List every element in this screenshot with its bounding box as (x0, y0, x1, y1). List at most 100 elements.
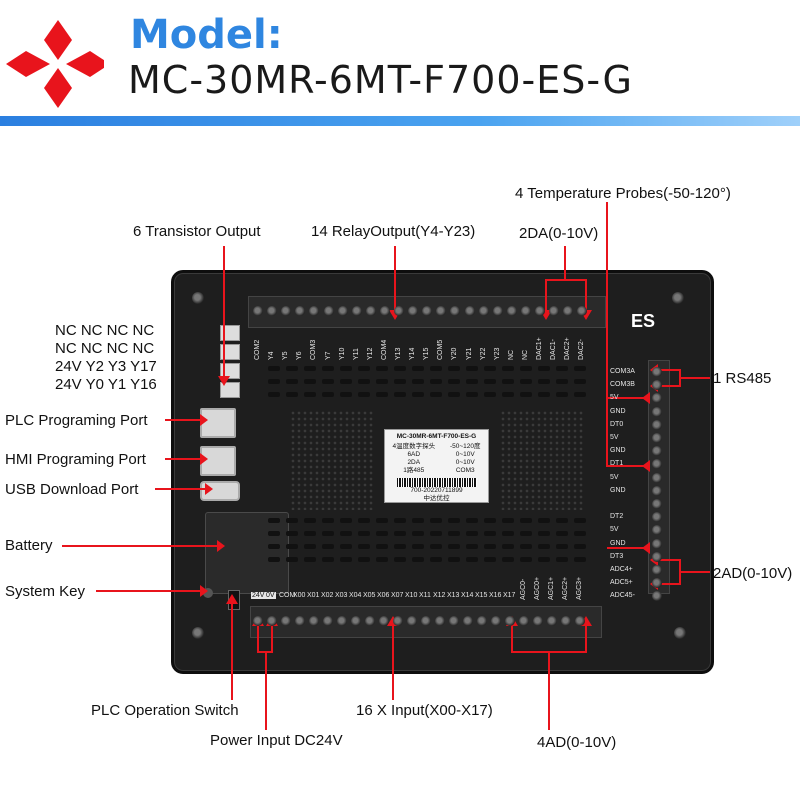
terminal-label: COM3B (610, 381, 635, 389)
terminal-screw (464, 306, 475, 316)
vent-slot (502, 392, 514, 397)
hmi-programming-port[interactable] (200, 446, 236, 476)
vent-slot (286, 557, 298, 562)
hmi-port-callout: HMI Programing Port (5, 451, 146, 468)
screw (672, 292, 684, 304)
vent-slot (322, 366, 334, 371)
terminal-label: X03 (335, 592, 348, 599)
terminal-label: 0V (265, 592, 276, 599)
terminal-screw (408, 306, 419, 316)
terminal-screw (652, 551, 662, 562)
vent-slot (430, 531, 442, 536)
terminal-screw (652, 538, 662, 549)
terminal-label: 5V (610, 473, 619, 481)
terminal-label: Y13 (395, 347, 402, 360)
vent-slot (394, 557, 406, 562)
terminal-screw (323, 616, 333, 626)
terminal-screw (652, 512, 662, 523)
vent-slot (556, 518, 568, 523)
terminal-screw (549, 306, 560, 316)
vent-slot (520, 531, 532, 536)
terminal-label: COM (279, 592, 296, 599)
vent-slot (502, 544, 514, 549)
terminal-label: Y22 (479, 347, 487, 360)
vent-slot (358, 366, 370, 371)
nc-lines: NC NC NC NC NC NC NC NC 24V Y2 Y3 Y17 24… (55, 322, 157, 394)
terminal-screw (365, 306, 376, 316)
terminal-screw (652, 446, 662, 457)
terminal-screw (652, 367, 662, 377)
terminal-label: X01 (307, 592, 320, 599)
vent-slot (394, 544, 406, 549)
terminal-label: X13 (447, 592, 460, 599)
vent-slot (556, 531, 568, 536)
vent-slot (484, 531, 496, 536)
terminal-screw (295, 306, 306, 316)
terminal-screw (652, 433, 662, 443)
terminal-screw (652, 380, 662, 391)
terminal-screw (505, 616, 515, 626)
terminal-label: X10 (405, 592, 418, 599)
nc-line: 24V Y2 Y3 Y17 (55, 358, 157, 375)
vent-slot (574, 531, 586, 536)
terminal-label: NC (521, 349, 529, 360)
vent-slot (394, 366, 406, 371)
terminal-label: Y6 (296, 351, 304, 360)
system-key[interactable] (203, 588, 213, 598)
nameplate-brand: 中达优控 (423, 495, 450, 502)
nc-line: NC NC NC NC (55, 322, 155, 339)
vent-slot (574, 392, 586, 397)
vent-slot (430, 557, 442, 562)
temperature-callout: 4 Temperature Probes(-50-120°) (515, 185, 731, 202)
vent-slot (340, 518, 352, 523)
terminal-screw (478, 306, 489, 316)
plc-programming-port[interactable] (200, 408, 236, 438)
vent-slot (394, 518, 406, 523)
terminal-screw (435, 616, 445, 626)
terminal-screw (477, 616, 487, 626)
terminal-screw (394, 306, 404, 316)
nameplate-row: 4温度数字探头 (392, 443, 436, 450)
transistor-callout: 6 Transistor Output (133, 223, 261, 240)
vent-slot (484, 379, 496, 384)
vent-slot (376, 392, 388, 397)
vent-slot (304, 366, 316, 371)
terminal-label: Y23 (493, 347, 501, 360)
terminal-screw (652, 472, 662, 483)
vent-slot (394, 392, 406, 397)
vent-slot (448, 518, 460, 523)
vent-slot (340, 544, 352, 549)
barcode (396, 478, 477, 487)
vent-slot (394, 379, 406, 384)
terminal-screw (253, 616, 263, 626)
vent-slot (340, 366, 352, 371)
vent-slot (322, 531, 334, 536)
terminal-screw (652, 406, 662, 417)
terminal-label: X14 (461, 592, 474, 599)
terminal-label: X06 (377, 592, 390, 599)
nameplate-row: 1路485 (403, 467, 425, 474)
terminal-label: COM3 (310, 339, 318, 360)
speaker-grill-right (500, 410, 584, 510)
vent-slot (286, 379, 298, 384)
nameplate-model: MC-30MR-6MT-F700-ES-G (396, 433, 477, 440)
terminal-screw (281, 306, 292, 316)
terminal-label: 24V (251, 592, 266, 599)
vent-slot (322, 557, 334, 562)
vent-slot (430, 366, 442, 371)
vent-slot (322, 518, 334, 523)
vent-slot (304, 544, 316, 549)
usb-download-port[interactable] (200, 481, 240, 501)
battery-compartment (205, 512, 289, 594)
vent-slot (448, 544, 460, 549)
terminal-label: Y11 (352, 348, 360, 360)
model-name: MC-30MR-6MT-F700-ES-G (128, 58, 633, 102)
terminal-screw (379, 616, 389, 626)
vent-slot (268, 366, 280, 371)
nameplate-value: 0~10V (455, 451, 475, 458)
terminal-label: DT0 (610, 420, 624, 428)
vent-slot (502, 557, 514, 562)
terminal-label: 5V (610, 526, 619, 534)
vent-slot (322, 392, 334, 397)
vent-slot (268, 518, 280, 523)
